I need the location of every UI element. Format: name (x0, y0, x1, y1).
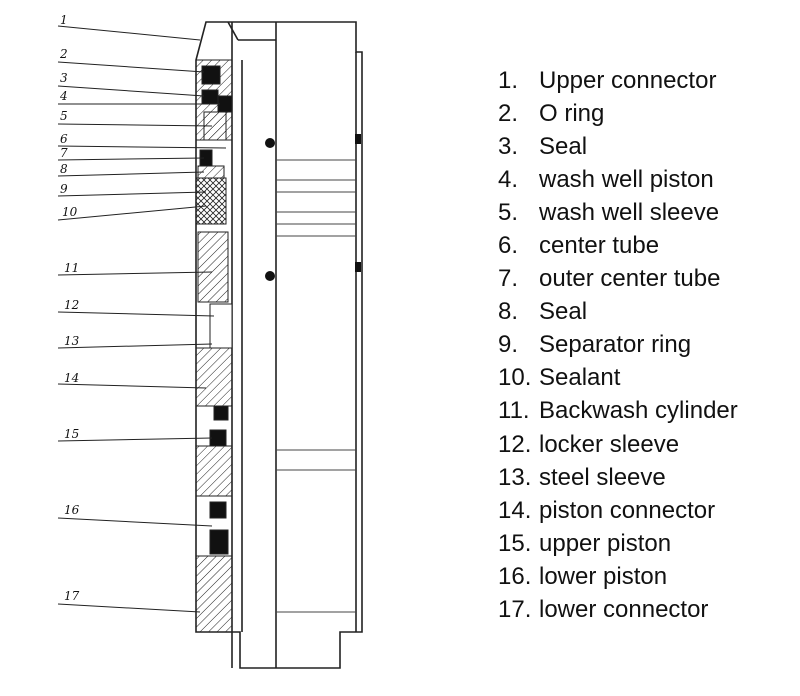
legend-number: 9. (498, 331, 519, 359)
wash-well-piston-part (217, 95, 233, 113)
upper-piston-seal (209, 429, 227, 447)
legend-label: O ring (539, 99, 605, 127)
legend-item: 1. Upper connector (498, 64, 738, 97)
legend-label: Upper connector (539, 66, 717, 94)
piston-connector-seal (213, 405, 229, 421)
callout-5: 5 (60, 109, 68, 123)
legend-number: 5. (498, 198, 519, 226)
tool-cross-section-drawing: 1 2 3 4 5 6 7 8 9 10 11 12 13 14 15 16 1… (57, 13, 363, 669)
legend-label: Backwash cylinder (539, 397, 738, 425)
callout-17: 17 (64, 589, 80, 603)
callout-numbers: 1 2 3 4 5 6 7 8 9 10 11 12 13 14 15 16 1… (59, 13, 80, 603)
legend-label: steel sleeve (539, 463, 666, 491)
lower-piston-part (209, 529, 229, 555)
legend-label: upper piston (539, 529, 672, 557)
legend-item: 15.upper piston (498, 527, 738, 560)
steel-sleeve-part (195, 347, 233, 407)
legend-label: lower piston (539, 562, 668, 590)
callout-12: 12 (64, 298, 79, 312)
lower-piston-seal (209, 501, 227, 519)
parts-legend: 1. Upper connector 2. O ring 3. Seal 4. wash… (498, 64, 738, 627)
legend-label: center tube (539, 232, 660, 260)
seal-part-3 (201, 89, 219, 105)
legend-item: 10.Sealant (498, 362, 738, 395)
legend-number: 7. (498, 265, 519, 293)
legend-number: 6. (498, 232, 519, 260)
legend-item: 16.lower piston (498, 560, 738, 593)
legend-item: 5. wash well sleeve (498, 196, 738, 229)
legend-item: 13.steel sleeve (498, 461, 738, 494)
callout-6: 6 (60, 132, 68, 146)
legend-number: 12. (498, 430, 532, 458)
legend-label: wash well sleeve (539, 198, 720, 226)
legend-label: locker sleeve (539, 430, 680, 458)
callout-7: 7 (60, 146, 68, 160)
legend-label: lower connector (539, 596, 709, 624)
callout-1: 1 (60, 13, 68, 27)
callout-11: 11 (64, 261, 79, 275)
upper-piston-part (195, 445, 233, 497)
leader-lines (57, 25, 227, 613)
legend-number: 4. (498, 165, 519, 193)
legend-label: wash well piston (539, 165, 714, 193)
legend-item: 9. Separator ring (498, 329, 738, 362)
legend-item: 4. wash well piston (498, 163, 738, 196)
legend-number: 17. (498, 596, 532, 624)
legend-label: Sealant (539, 364, 621, 392)
callout-14: 14 (64, 371, 79, 385)
callout-9: 9 (60, 182, 68, 196)
callout-15: 15 (64, 427, 79, 441)
callout-16: 16 (64, 503, 80, 517)
legend-item: 17.lower connector (498, 594, 738, 627)
legend-item: 14.piston connector (498, 494, 738, 527)
callout-3: 3 (60, 71, 68, 85)
legend-number: 11. (498, 397, 530, 425)
legend-label: Seal (539, 298, 588, 326)
locker-sleeve-part (209, 303, 233, 349)
legend-item: 11. Backwash cylinder (498, 395, 738, 428)
legend-item: 3. Seal (498, 130, 738, 163)
o-ring-part (201, 65, 221, 85)
legend-number: 14. (498, 496, 532, 524)
legend-number: 3. (498, 132, 519, 160)
legend-label: Seal (539, 132, 588, 160)
callout-10: 10 (62, 205, 78, 219)
legend-label: Separator ring (539, 331, 692, 359)
wall-components (195, 59, 233, 633)
legend-number: 16. (498, 562, 532, 590)
legend-label: piston connector (539, 496, 716, 524)
legend-number: 15. (498, 529, 532, 557)
lower-connector-part (195, 555, 233, 633)
callout-4: 4 (59, 89, 68, 103)
legend-number: 10. (498, 364, 532, 392)
legend-item: 8. Seal (498, 296, 738, 329)
legend-number: 2. (498, 99, 519, 127)
callout-8: 8 (60, 162, 68, 176)
legend-item: 12.locker sleeve (498, 428, 738, 461)
callout-13: 13 (64, 334, 80, 348)
legend-number: 13. (498, 463, 532, 491)
legend-number: 8. (498, 298, 519, 326)
legend-item: 6. center tube (498, 229, 738, 262)
legend-number: 1. (498, 66, 519, 94)
callout-2: 2 (59, 47, 68, 61)
side-ports (265, 134, 361, 281)
legend-label: outer center tube (539, 265, 721, 293)
sealant-part (195, 177, 227, 225)
tube-section-lines (276, 159, 356, 613)
legend-item: 7. outer center tube (498, 263, 738, 296)
legend-item: 2. O ring (498, 97, 738, 130)
backwash-cylinder-part (197, 231, 229, 303)
